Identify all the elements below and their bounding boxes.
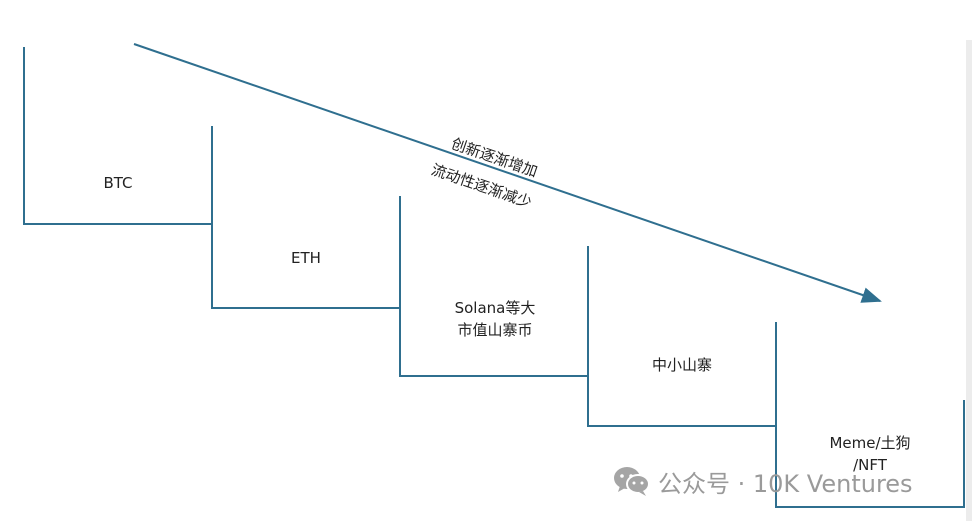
step-small-alts	[587, 322, 777, 427]
watermark-text: 公众号 · 10K Ventures	[658, 469, 913, 498]
tier-label-small-alts: 中小山寨	[651, 356, 712, 374]
trend-arrow	[133, 43, 882, 303]
tier-label-eth: ETH	[291, 249, 321, 267]
page-edge	[966, 40, 972, 521]
step-solana	[399, 246, 589, 377]
wechat-icon	[614, 467, 650, 496]
step-btc	[23, 47, 213, 225]
step-eth	[211, 196, 401, 309]
tier-label-meme: Meme/土狗 /NFT	[829, 434, 911, 474]
watermark: 公众号 · 10K Ventures	[612, 463, 913, 499]
tier-label-btc: BTC	[103, 174, 133, 192]
tier-label-solana: Solana等大 市值山寨币	[454, 299, 536, 339]
step-meme	[775, 400, 965, 508]
